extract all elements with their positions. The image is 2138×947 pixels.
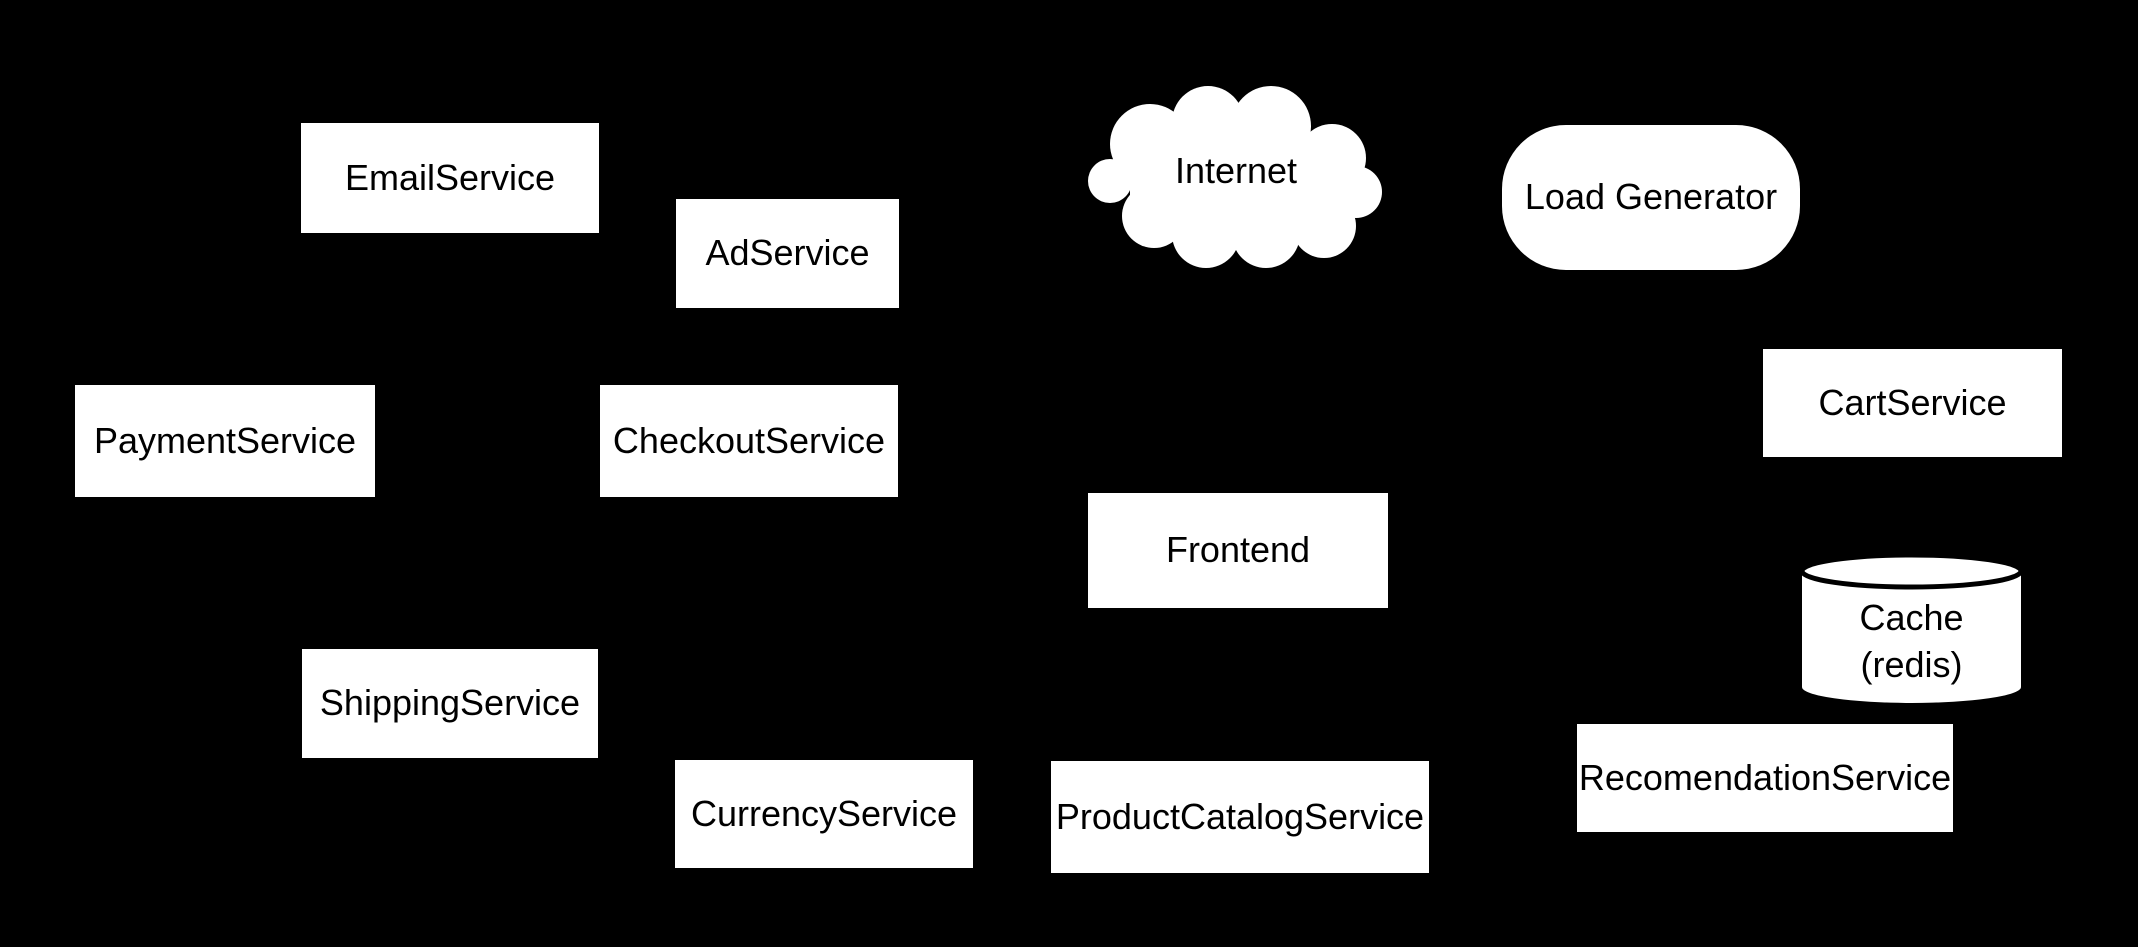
node-label-payment-service: PaymentService — [93, 419, 357, 461]
node-payment-service: PaymentService — [75, 385, 375, 497]
node-currency-service: CurrencyService — [675, 760, 973, 868]
node-internet: Internet — [1088, 86, 1384, 270]
node-label-shipping-service: ShippingService — [319, 682, 581, 724]
node-label-cart-service: CartService — [1818, 381, 2007, 423]
database-cylinder-icon — [1800, 553, 2023, 703]
node-label-frontend: Frontend — [1165, 529, 1311, 571]
node-recomendation-service: RecomendationService — [1577, 724, 1953, 832]
cache-label-line2: (redis) — [1860, 644, 1963, 685]
node-cache-redis: Cache (redis) — [1800, 553, 2023, 705]
node-email-service: EmailService — [301, 123, 599, 233]
node-label-cache-redis: Cache (redis) — [1859, 569, 1963, 689]
node-checkout-service: CheckoutService — [600, 385, 898, 497]
cloud-icon — [1088, 86, 1382, 268]
node-cart-service: CartService — [1763, 349, 2062, 457]
node-label-recomendation-service: RecomendationService — [1578, 756, 1952, 798]
node-label-internet: Internet — [1174, 149, 1298, 191]
node-product-catalog-service: ProductCatalogService — [1051, 761, 1429, 873]
node-load-generator: Load Generator — [1502, 125, 1800, 270]
node-ad-service: AdService — [676, 199, 899, 308]
cache-label-line1: Cache — [1859, 597, 1964, 639]
node-label-currency-service: CurrencyService — [690, 792, 958, 834]
node-label-load-generator: Load Generator — [1524, 176, 1778, 218]
node-label-email-service: EmailService — [344, 156, 556, 198]
node-label-ad-service: AdService — [705, 232, 870, 274]
node-shipping-service: ShippingService — [302, 649, 598, 758]
node-frontend: Frontend — [1088, 493, 1388, 608]
node-label-checkout-service: CheckoutService — [612, 419, 886, 461]
node-label-product-catalog-service: ProductCatalogService — [1055, 795, 1425, 837]
